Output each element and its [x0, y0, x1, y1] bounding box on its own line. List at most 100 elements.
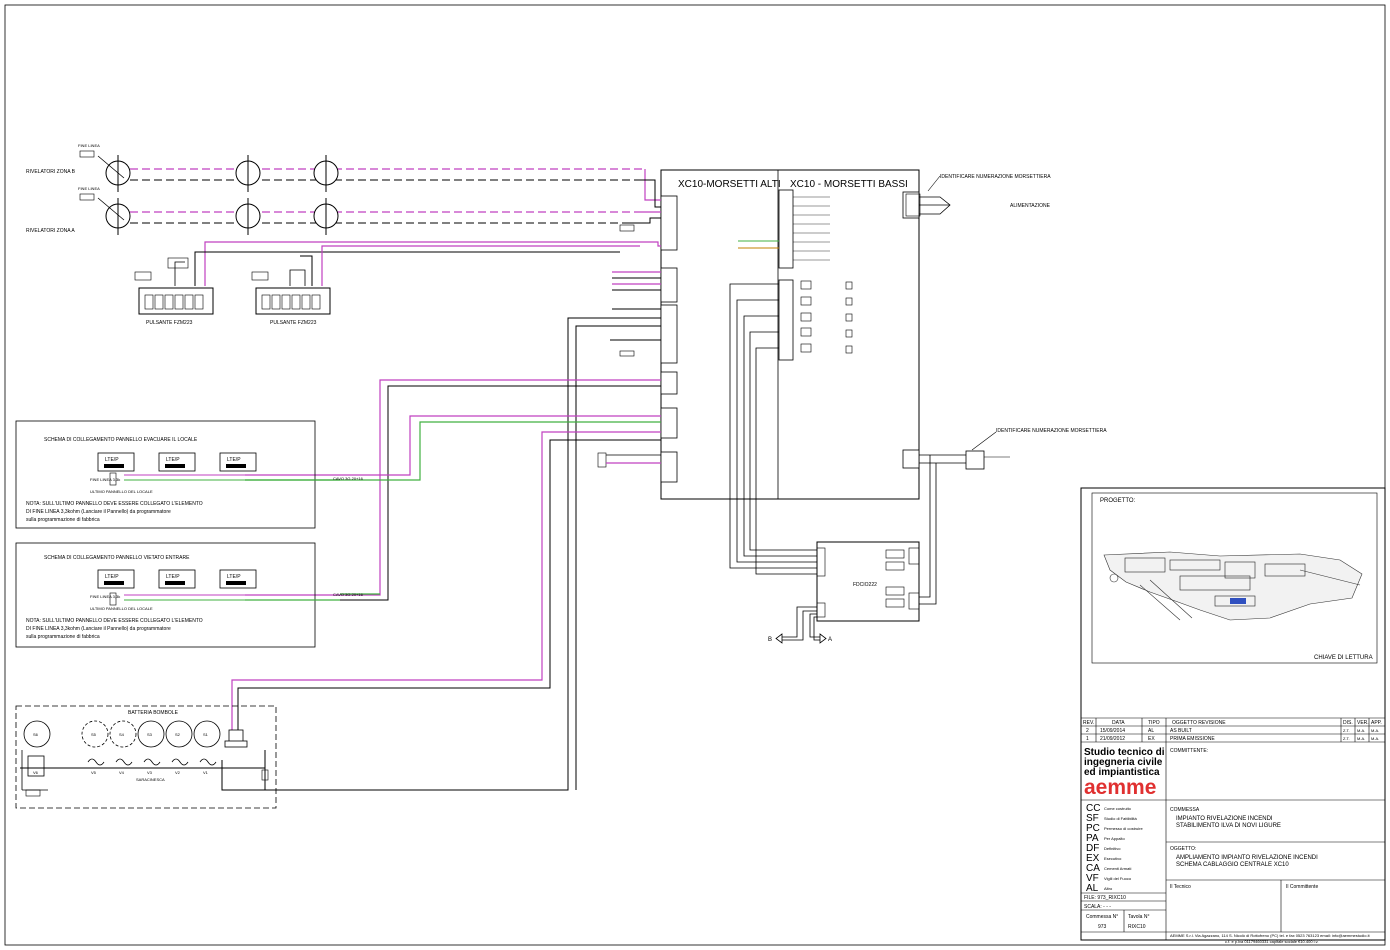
panel-scheme-2: SCHEMA DI COLLEGAMENTO PANNELLO VIETATO …: [15, 542, 364, 648]
identify-label-1: IDENTIFICARE NUMERAZIONE MORSETTIERA: [940, 174, 1051, 180]
type-desc-pc: Permesso di costruire: [1104, 826, 1143, 831]
commessa-label: COMMESSA: [1170, 807, 1200, 813]
panel-1-title: SCHEMA DI COLLEGAMENTO PANNELLO EVACUARE…: [44, 437, 198, 443]
rev-1-subject: PRIMA EMISSIONE: [1170, 736, 1215, 742]
line-a-label: A: [828, 637, 832, 643]
type-desc-ca: Cementi Armati: [1104, 866, 1131, 871]
identify-label-2: IDENTIFICARE NUMERAZIONE MORSETTIERA: [996, 428, 1107, 434]
rev-1-dis: Z.T.: [1343, 736, 1350, 741]
rev-1-date: 21/09/2012: [1100, 736, 1125, 742]
commessa-n-label: Commessa N°: [1086, 914, 1118, 920]
rev-2-number: 2: [1086, 728, 1089, 734]
cavo-label-1: CAVO 3G 20+16: [333, 476, 364, 481]
panel-2-device-1: LTE/P: [105, 574, 119, 580]
rev-header-app: APP.: [1371, 720, 1382, 726]
rev-2-date: 15/09/2014: [1100, 728, 1125, 734]
footer-line-1: AEMME S.r.l. Via Agazzano, 114 S. Nicolò…: [1170, 933, 1370, 938]
panel-1-device-1: LTE/P: [105, 457, 119, 463]
panel-1-note-2: DI FINE LINEA 3,3kohm (Lanciare il Panne…: [26, 509, 171, 515]
commessa-n-value: 973: [1098, 924, 1107, 930]
type-desc-ex: Esecutivo: [1104, 856, 1122, 861]
type-desc-sf: Studio di Fattibilità: [1104, 816, 1137, 821]
type-code-pc: PC: [1086, 823, 1100, 834]
panel-2-last-label: ULTIMO PANNELLO DEL LOCALE: [90, 606, 153, 611]
panel-2-device-3: LTE/P: [227, 574, 241, 580]
panel-1-endline: FINE LINEA 3,3k: [90, 477, 120, 482]
line-b-label: B: [768, 637, 772, 643]
committente-label: COMMITTENTE:: [1170, 748, 1208, 754]
battery-title: BATTERIA BOMBOLE: [128, 710, 179, 716]
type-desc-al: Altro: [1104, 886, 1113, 891]
type-code-ca: CA: [1086, 863, 1100, 874]
central-unit: XC10-MORSETTI ALTI XC10 - MORSETTI BASSI: [660, 169, 920, 500]
oggetto-label: OGGETTO:: [1170, 846, 1196, 852]
fine-linea-label-b: FINE LINEA: [78, 143, 100, 148]
panel-1-note-3: sulla programmazione di fabbrica: [26, 517, 100, 523]
panel-2-note-3: sulla programmazione di fabbrica: [26, 634, 100, 640]
tavola-n-value: RIXC10: [1128, 924, 1146, 930]
pulsante-label-1: PULSANTE FZM223: [146, 320, 193, 326]
valve-label-v6: V6: [33, 770, 39, 775]
panel-1-note-1: NOTA: SULL'ULTIMO PANNELLO DEVE ESSERE C…: [26, 501, 203, 507]
rev-header-rev: REV.: [1083, 720, 1094, 726]
panel-1-device-3: LTE/P: [227, 457, 241, 463]
oggetto-line-1: AMPLIAMENTO IMPIANTO RIVELAZIONE INCENDI: [1176, 855, 1318, 861]
rev-header-tipo: TIPO: [1148, 720, 1160, 726]
type-desc-cc: Come costruito: [1104, 806, 1132, 811]
cylinder-label-s1: S1: [203, 732, 209, 737]
cylinder-label-s5: S5: [91, 732, 97, 737]
type-code-df: DF: [1086, 843, 1099, 854]
panel-2-device-2: LTE/P: [166, 574, 180, 580]
panel-scheme-1: SCHEMA DI COLLEGAMENTO PANNELLO EVACUARE…: [15, 420, 364, 529]
plant-map: [1103, 551, 1363, 621]
panel-2-endline: FINE LINEA 3,3k: [90, 594, 120, 599]
type-desc-pa: Per Appalto: [1104, 836, 1125, 841]
manifold-label: SARACINESCA: [136, 777, 165, 782]
zone-b-label: RIVELATORI ZONA B: [26, 169, 76, 175]
panel-1-device-2: LTE/P: [166, 457, 180, 463]
type-desc-df: Definitivo: [1104, 846, 1121, 851]
valve-label-v5: V5: [91, 770, 97, 775]
panel-2-title: SCHEMA DI COLLEGAMENTO PANNELLO VIETATO …: [44, 555, 190, 561]
tavola-n-label: Tavola N°: [1128, 914, 1149, 920]
rev-2-ver: M.A.: [1357, 728, 1365, 733]
type-code-pa: PA: [1086, 833, 1099, 844]
valve-label-v1: V1: [203, 770, 209, 775]
cavo-label-2: CAVO 3G 20+16: [333, 592, 364, 597]
sheet-border: [4, 4, 1386, 946]
title-block: PROGETTO: CHIAVE DI LETTURA REV. D: [1080, 487, 1386, 944]
type-code-ex: EX: [1086, 853, 1100, 864]
commessa-line-2: STABILIMENTO ILVA DI NOVI LIGURE: [1176, 823, 1281, 829]
valve-label-v4: V4: [119, 770, 125, 775]
rev-header-dis: DIS.: [1343, 720, 1353, 726]
fdc-module-group: FDCIO222 B A ALIMENTAZIONE IDENTIFICARE …: [729, 174, 1107, 644]
valve-label-v3: V3: [147, 770, 153, 775]
studio-line-3: ed impiantistica: [1084, 767, 1160, 778]
chiave-label: CHIAVE DI LETTURA: [1314, 655, 1373, 661]
file-label: FILE: 973_RIXC10: [1084, 895, 1126, 901]
oggetto-line-2: SCHEMA CABLAGGIO CENTRALE XC10: [1176, 862, 1289, 868]
cylinder-label-s4: S4: [119, 732, 125, 737]
alimentazione-label: ALIMENTAZIONE: [1010, 203, 1051, 209]
fdc-label: FDCIO222: [853, 582, 877, 588]
cylinder-label-s6: S6: [33, 732, 39, 737]
type-code-vf: VF: [1086, 873, 1099, 884]
rev-header-ver: VER.: [1357, 720, 1369, 726]
type-code-al: AL: [1086, 883, 1099, 894]
alti-title: XC10-MORSETTI ALTI: [678, 179, 781, 190]
aemme-logo: aemme: [1084, 776, 1156, 799]
cylinder-label-s3: S3: [147, 732, 153, 737]
committente-sign-label: Il Committente: [1286, 884, 1318, 890]
scala-label: SCALA: - - -: [1084, 904, 1111, 910]
commessa-line-1: IMPIANTO RIVELAZIONE INCENDI: [1176, 816, 1273, 822]
type-desc-vf: Vigili del Fuoco: [1104, 876, 1132, 881]
detector-lines: FINE LINEA FINE LINEA RIVELATORI ZONA B …: [26, 143, 661, 235]
cylinder-label-s2: S2: [175, 732, 181, 737]
zone-a-label: RIVELATORI ZONA A: [26, 228, 75, 234]
footer-line-2: c.f. e p.iva 01179460331 capitale social…: [1225, 939, 1318, 944]
progetto-label: PROGETTO:: [1100, 498, 1136, 504]
type-code-sf: SF: [1086, 813, 1099, 824]
rev-header-data: DATA: [1112, 720, 1125, 726]
